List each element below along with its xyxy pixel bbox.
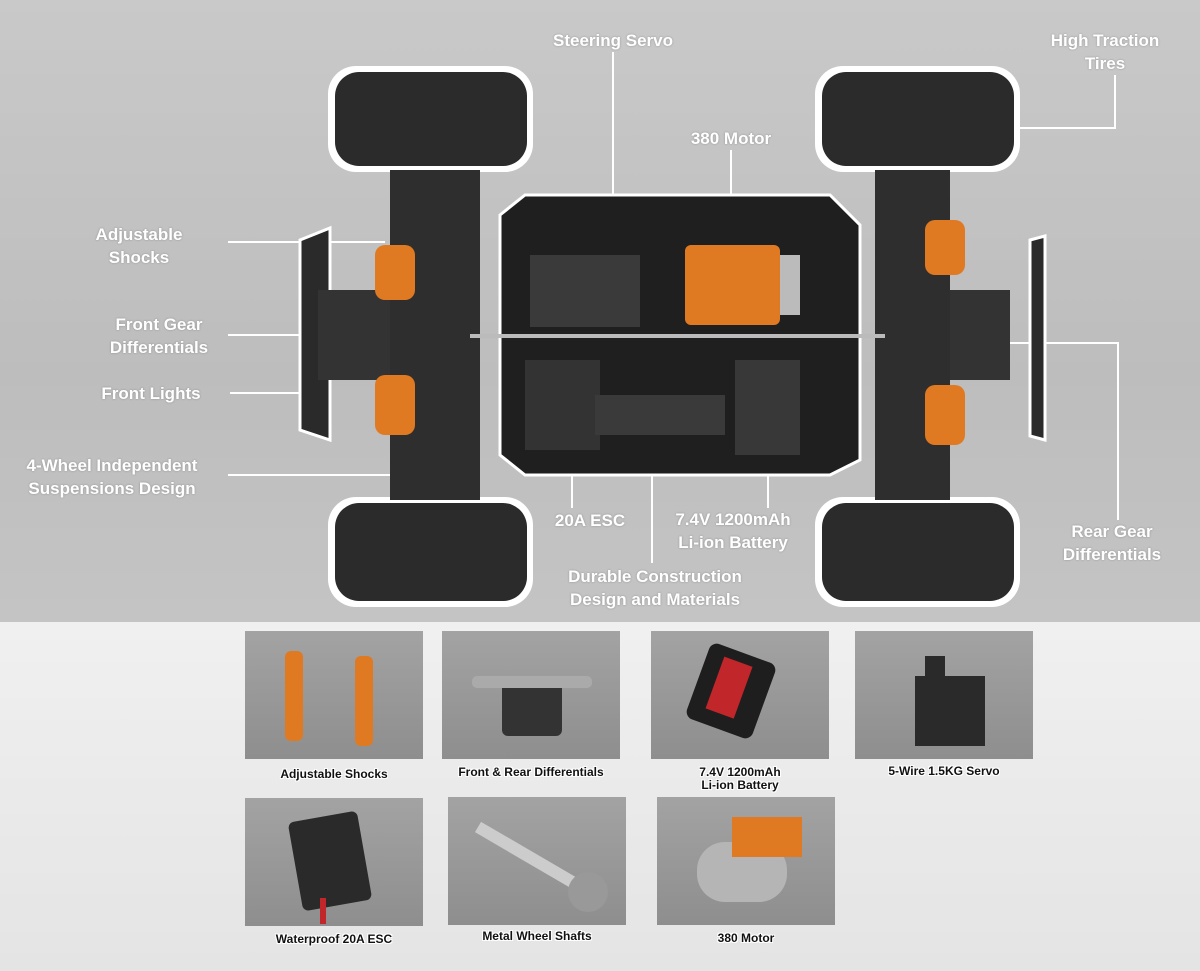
part-caption: Metal Wheel Shafts <box>482 929 592 943</box>
callout-line: Differentials <box>1062 545 1162 564</box>
part-image-servo <box>855 631 1033 759</box>
callout-line: Shocks <box>108 248 170 267</box>
part-caption: Front & Rear Differentials <box>458 765 604 779</box>
part-caption: Waterproof 20A ESC <box>275 932 393 946</box>
callout-esc: 20A ESC <box>554 511 626 530</box>
part-image-battery <box>651 631 829 759</box>
callout-line: Adjustable <box>95 225 183 244</box>
callout-line: Front Gear <box>115 315 203 334</box>
part-image-esc <box>245 798 423 926</box>
callout-line: Tires <box>1084 54 1126 73</box>
callout-line: 7.4V 1200mAh <box>675 510 791 529</box>
callout-line: 4-Wheel Independent <box>26 456 198 475</box>
callout-380-motor: 380 Motor <box>690 129 772 148</box>
caption-line: 7.4V 1200mAh <box>699 765 781 779</box>
caption-line: Li-ion Battery <box>701 778 779 792</box>
part-caption: 380 Motor <box>717 931 775 945</box>
callout-line: High Traction <box>1050 31 1160 50</box>
rc-car-chassis-illustration <box>228 52 1119 607</box>
callout-line: Design and Materials <box>569 590 741 609</box>
callout-front-lights: Front Lights <box>101 384 201 403</box>
callout-steering-servo: Steering Servo <box>553 31 673 50</box>
part-image-380-motor <box>657 797 835 925</box>
part-image-shocks <box>245 631 423 759</box>
callout-line: Differentials <box>109 338 209 357</box>
callout-line: Li-ion Battery <box>678 533 788 552</box>
part-image-wheel-shafts <box>448 797 626 925</box>
callout-line: Suspensions Design <box>28 479 196 498</box>
chassis <box>298 170 1047 500</box>
callout-line: Rear Gear <box>1071 522 1153 541</box>
wheels <box>328 66 1020 607</box>
part-caption: Adjustable Shocks <box>280 767 388 781</box>
part-image-differentials <box>442 631 620 759</box>
part-caption: 5-Wire 1.5KG Servo <box>888 764 1000 778</box>
callout-line: Durable Construction <box>568 567 742 586</box>
